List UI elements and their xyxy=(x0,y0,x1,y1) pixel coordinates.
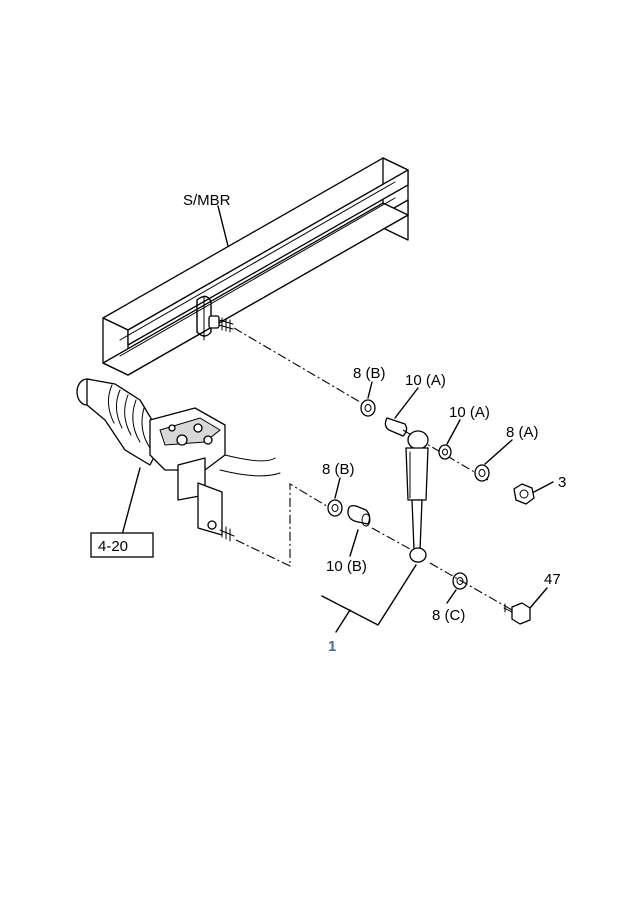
label-bushing-a-upper: 10 (A) xyxy=(405,372,446,389)
leader-bushing-b xyxy=(349,529,359,557)
upper-stud xyxy=(208,315,234,333)
label-ref-assembly: 4-20 xyxy=(98,538,128,555)
axle-assembly xyxy=(76,378,281,542)
washer-b-upper xyxy=(360,399,376,417)
bushing-a-upper xyxy=(384,417,408,437)
label-bolt: 47 xyxy=(544,571,561,588)
leader-nut xyxy=(533,481,554,493)
label-nut: 3 xyxy=(558,474,566,491)
bushing-a-lower xyxy=(438,444,452,460)
leader-ref-assembly xyxy=(121,467,141,536)
axis-lower-left xyxy=(235,483,331,567)
nut xyxy=(513,483,535,505)
leader-washer-a xyxy=(484,439,513,465)
label-frame-member: S/MBR xyxy=(183,192,231,209)
washer-b-lower xyxy=(327,499,343,517)
axis-lower xyxy=(371,527,411,550)
label-washer-b-upper: 8 (B) xyxy=(353,365,386,382)
leader-washer-b-lower xyxy=(334,477,341,499)
leader-bolt xyxy=(529,587,548,609)
shock-absorber xyxy=(402,429,489,563)
leader-assembly-bracket xyxy=(321,564,417,626)
washer-a xyxy=(474,464,490,482)
label-bushing-a-lower: 10 (A) xyxy=(449,404,490,421)
leader-washer-b-upper xyxy=(367,381,373,399)
bushing-b xyxy=(347,504,371,527)
leader-washer-c xyxy=(446,589,457,604)
label-washer-c: 8 (C) xyxy=(432,607,465,624)
bolt xyxy=(503,602,531,625)
leader-bushing-a-upper xyxy=(394,387,419,419)
frame-member xyxy=(102,157,409,376)
leader-frame-member xyxy=(217,205,229,247)
label-bushing-b: 10 (B) xyxy=(326,558,367,575)
leader-assembly-ref xyxy=(335,609,351,633)
axis-washer-c-bolt xyxy=(429,562,513,611)
axis-upper xyxy=(233,327,361,403)
label-washer-b-lower: 8 (B) xyxy=(322,461,355,478)
washer-c xyxy=(452,572,468,590)
ref-assembly-box xyxy=(90,532,154,558)
leader-bushing-a-lower xyxy=(446,419,461,445)
label-washer-a: 8 (A) xyxy=(506,424,539,441)
label-assembly-ref: 1 xyxy=(328,638,336,655)
